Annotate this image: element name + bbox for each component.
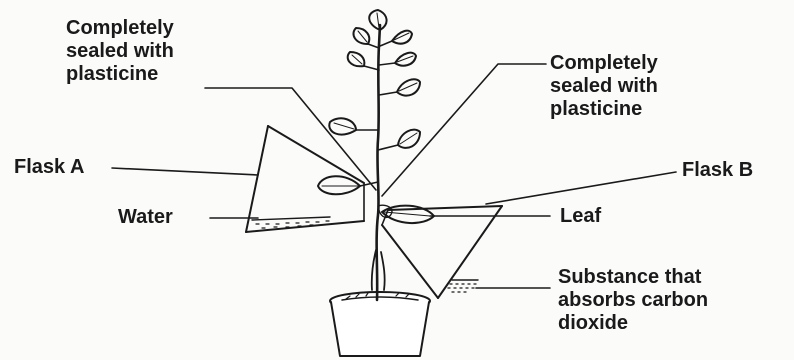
leader-sealed-right (382, 64, 546, 196)
absorbent-substance (448, 280, 478, 292)
flask-b (382, 206, 502, 298)
leaf-upper-right (392, 31, 412, 44)
plant-leaves (318, 10, 434, 223)
leader-flask-a (112, 168, 258, 175)
leaf-left-middle (329, 118, 356, 134)
leaf-left-inside-flask-a (318, 176, 360, 194)
leaf-right-middle (398, 130, 420, 148)
leaf-mid-right-small (395, 53, 416, 66)
leaf-upper-left (353, 28, 369, 44)
label-flask-a: Flask A (14, 156, 84, 179)
label-substance: Substance that absorbs carbon dioxide (558, 266, 708, 335)
label-water: Water (118, 206, 173, 229)
leaf-mid-left-small (348, 52, 365, 66)
leader-flask-b (486, 172, 676, 204)
label-sealed-left: Completely sealed with plasticine (66, 17, 174, 86)
leaf-top (369, 10, 386, 30)
label-sealed-right: Completely sealed with plasticine (550, 52, 658, 121)
label-leaf: Leaf (560, 205, 601, 228)
flask-a (246, 126, 364, 232)
leaf-right-upper (397, 79, 420, 95)
plant-stem (372, 25, 385, 300)
plant-pot (330, 292, 430, 356)
water-in-flask-a (252, 217, 330, 228)
label-flask-b: Flask B (682, 159, 753, 182)
